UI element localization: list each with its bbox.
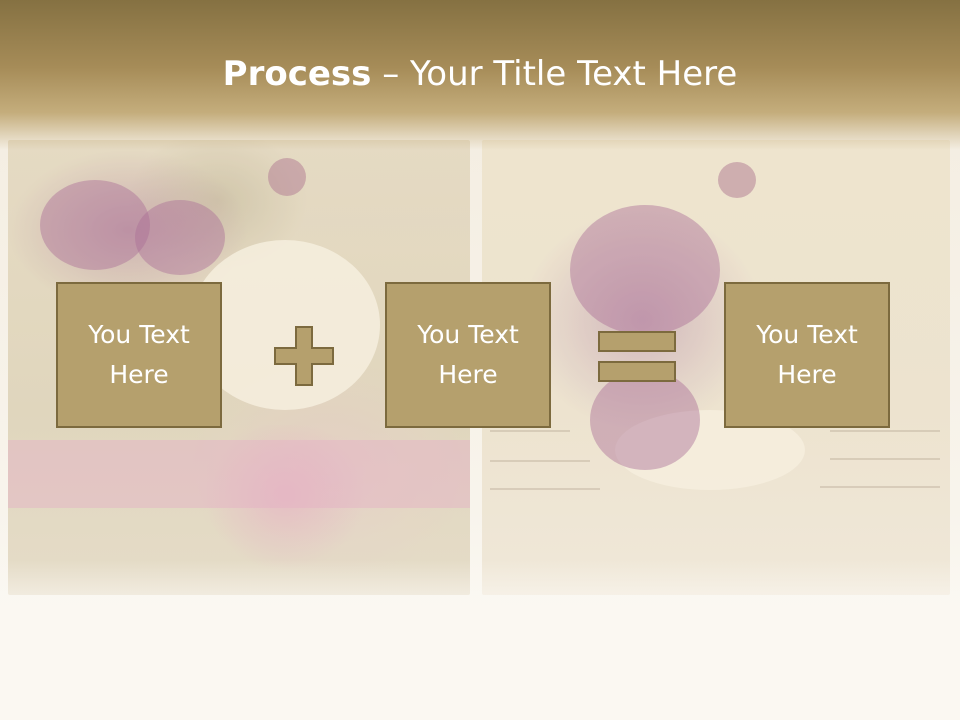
- sewing-button-decoration: [268, 158, 306, 196]
- handwriting-decoration: [490, 430, 570, 432]
- title-bold-part: Process: [222, 54, 372, 94]
- flower-decoration: [40, 180, 150, 270]
- process-box-1[interactable]: You Text Here: [56, 282, 222, 428]
- handwriting-decoration: [830, 458, 940, 460]
- handwriting-decoration: [490, 460, 590, 462]
- process-box-3-text: You Text Here: [756, 320, 858, 389]
- flower-decoration: [135, 200, 225, 275]
- title-separator: –: [382, 54, 400, 94]
- slide-title[interactable]: Process – Your Title Text Here: [0, 52, 960, 96]
- sewing-button-decoration: [718, 162, 756, 198]
- handwriting-decoration: [490, 488, 600, 490]
- process-box-1-text: You Text Here: [88, 320, 190, 389]
- equals-icon: [598, 331, 676, 382]
- title-band: [0, 0, 960, 150]
- process-box-2-text: You Text Here: [417, 320, 519, 389]
- flower-decoration: [570, 205, 720, 335]
- title-text: Your Title Text Here: [410, 54, 738, 94]
- ribbon-bow-decoration: [200, 425, 370, 585]
- process-box-2[interactable]: You Text Here: [385, 282, 551, 428]
- process-box-3[interactable]: You Text Here: [724, 282, 890, 428]
- flower-decoration: [590, 370, 700, 470]
- handwriting-decoration: [830, 430, 940, 432]
- bottom-fade: [0, 560, 960, 720]
- handwriting-decoration: [820, 486, 940, 488]
- plus-icon: [274, 326, 334, 386]
